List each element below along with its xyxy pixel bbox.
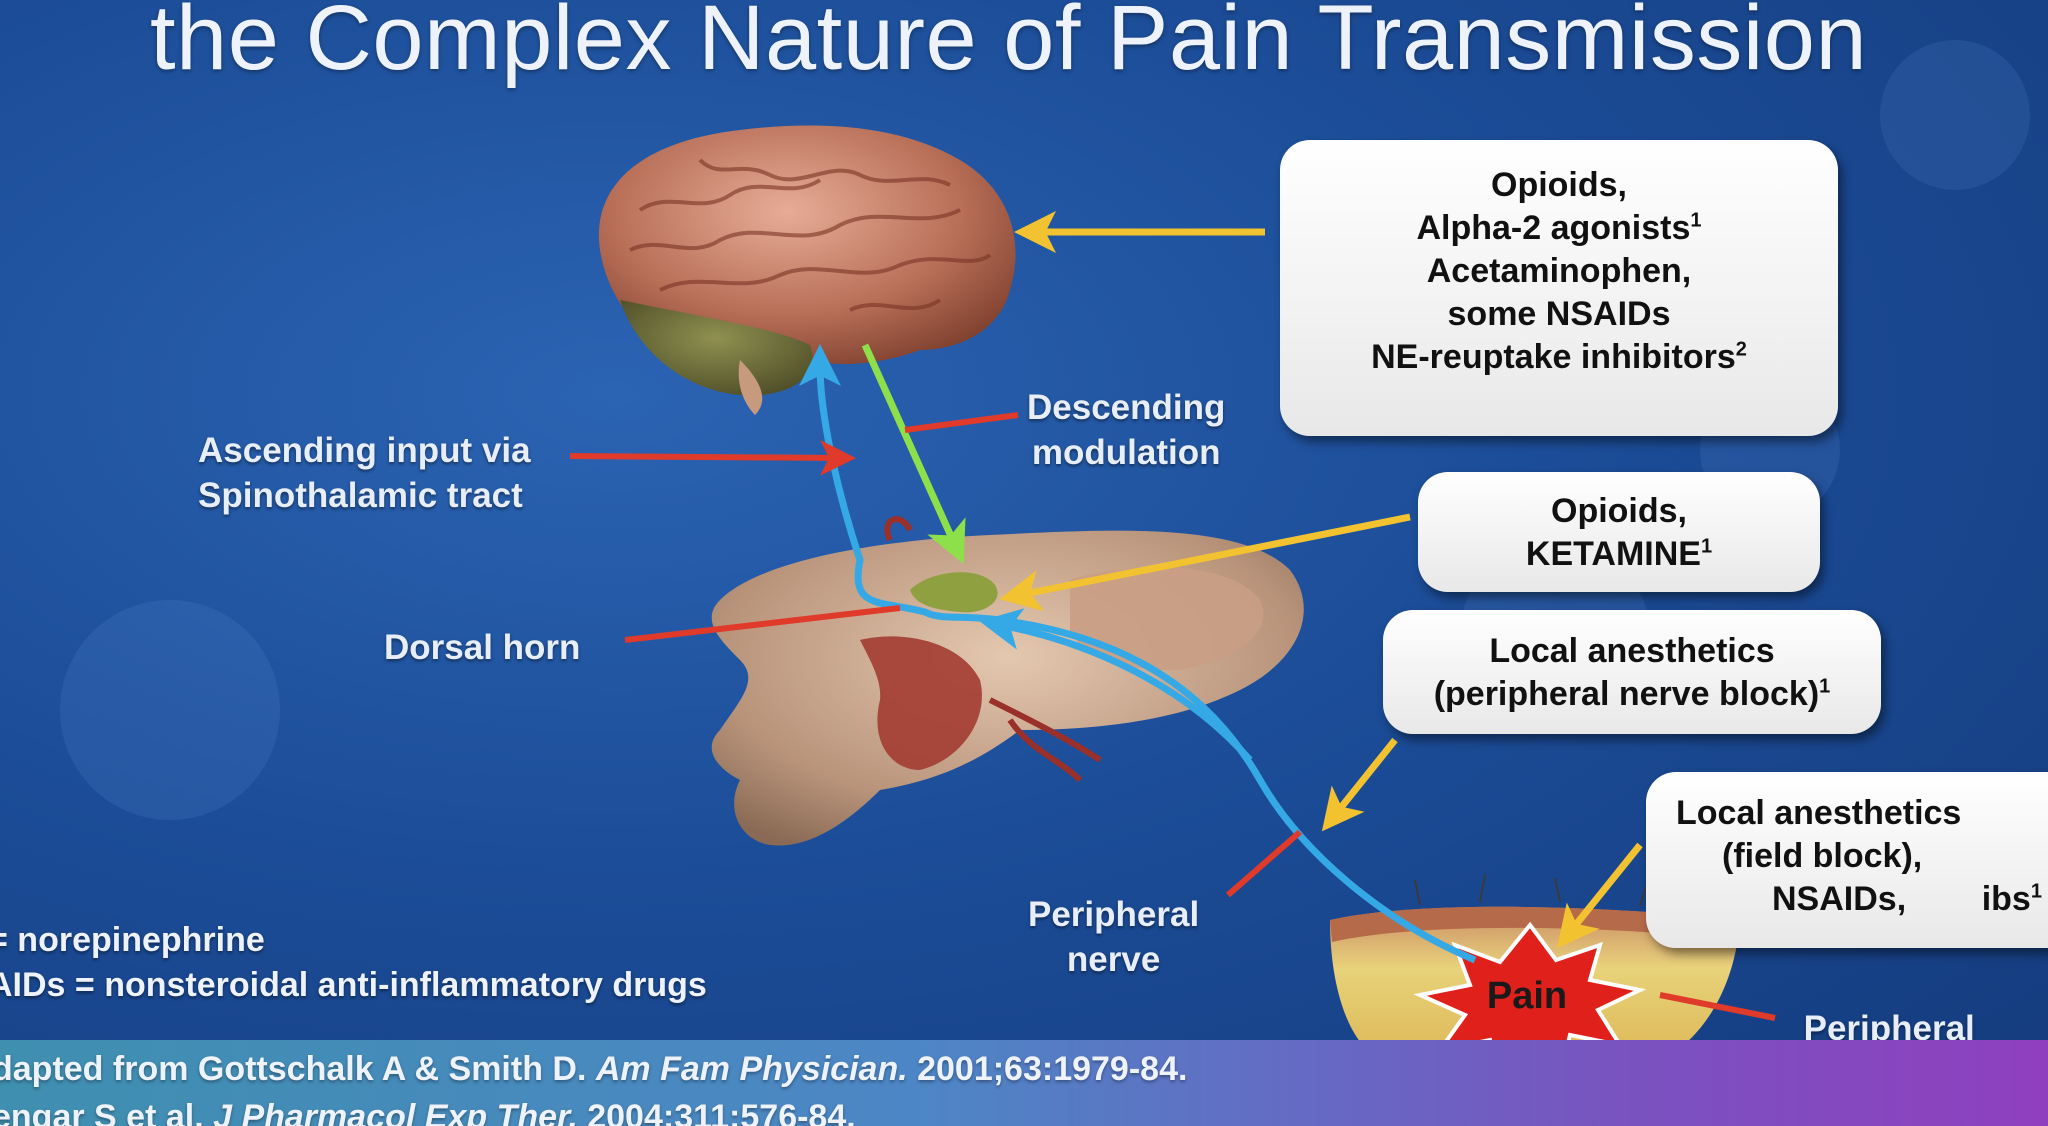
dorsal-horn-label: Dorsal horn — [384, 628, 581, 667]
ref-text: 2001;63:1979-84. — [907, 1050, 1188, 1088]
dorsal-horn-pointer-line — [624, 605, 901, 643]
nerve-drug-arrow — [1321, 737, 1398, 832]
ref-journal: Am Fam Physician. — [595, 1050, 908, 1088]
box-line: (peripheral nerve block)1 — [1383, 673, 1881, 716]
ref-journal: J Pharmacol Exp Ther. — [213, 1098, 578, 1126]
box-line: Alpha-2 agonists1 — [1280, 207, 1838, 250]
label-line: Descending — [1027, 388, 1226, 427]
ref-text: 2004;311:576-84. — [577, 1098, 856, 1126]
peripheral-nerve-label: Peripheral nerve — [1028, 892, 1199, 982]
legend-line: = norepinephrine — [0, 921, 265, 959]
bokeh-decoration — [1880, 40, 2030, 190]
reference-footer: dapted from Gottschalk A & Smith D. Am F… — [0, 1040, 2048, 1126]
ref-text: engar S et al. — [0, 1098, 214, 1126]
peripheral-nerve-pointer-line — [1226, 829, 1302, 898]
abbreviation-legend: = norepinephrine AIDs = nonsteroidal ant… — [0, 918, 707, 1008]
box-line: Acetaminophen, — [1426, 252, 1692, 290]
dorsal-drugs-box: Opioids, KETAMINE1 — [1418, 472, 1820, 592]
box-line: Opioids, — [1491, 166, 1627, 204]
ref-text: dapted from Gottschalk A & Smith D. — [0, 1050, 596, 1088]
footnote-mark: 1 — [1700, 535, 1713, 558]
label-line: Spinothalamic tract — [198, 476, 523, 515]
nociceptor-pointer-line — [1659, 992, 1776, 1021]
brain-image — [598, 125, 1016, 415]
ascending-input-label: Ascending input via Spinothalamic tract — [198, 428, 531, 518]
nerve-drugs-box: Local anesthetics (peripheral nerve bloc… — [1383, 610, 1881, 734]
box-text: NSAIDs, ibs — [1772, 880, 2031, 918]
label-line: Peripheral — [1028, 895, 1200, 934]
box-text: KETAMINE — [1525, 535, 1701, 573]
nociceptor-drug-arrow — [1556, 842, 1643, 949]
footnote-mark: 1 — [1690, 209, 1702, 232]
box-line: NSAIDs, ibs1 — [1676, 878, 2048, 921]
pain-label: Pain — [1487, 975, 1567, 1017]
bokeh-decoration — [60, 600, 280, 820]
footnote-mark: 1 — [1819, 675, 1831, 698]
footnote-mark: 2 — [1735, 338, 1747, 361]
brain-drugs-box: Opioids, Alpha-2 agonists1 Acetaminophen… — [1280, 140, 1838, 436]
box-line: some NSAIDs — [1447, 295, 1671, 333]
box-line: (field block), — [1722, 837, 1923, 875]
label-line: nerve — [1066, 940, 1161, 979]
box-text: Alpha-2 agonists — [1416, 209, 1691, 247]
slide-title: the Complex Nature of Pain Transmission — [150, 0, 1868, 89]
box-line: Local anesthetics — [1489, 632, 1775, 670]
descending-modulation-label: Descending modulation — [1027, 385, 1225, 475]
box-line: KETAMINE1 — [1418, 533, 1820, 576]
box-line: Local anesthetics — [1676, 794, 1962, 832]
box-line: Opioids, — [1551, 492, 1687, 530]
spinal-cord-image — [711, 516, 1304, 846]
label-line: Ascending input via — [198, 431, 531, 470]
legend-line: AIDs = nonsteroidal anti-inflammatory dr… — [0, 966, 707, 1004]
descending-pathway-arrow — [861, 343, 966, 565]
footnote-mark: 1 — [2030, 880, 2042, 903]
nociceptor-drugs-box: Local anesthetics (field block), NSAIDs,… — [1646, 772, 2048, 948]
dorsal-drug-arrow — [999, 513, 1411, 612]
ascending-pointer-line — [569, 439, 856, 476]
reference-1: dapted from Gottschalk A & Smith D. Am F… — [0, 1050, 1187, 1089]
box-text: (peripheral nerve block) — [1433, 675, 1820, 713]
reference-2: engar S et al. J Pharmacol Exp Ther. 200… — [0, 1098, 856, 1126]
box-line: NE-reuptake inhibitors2 — [1280, 336, 1838, 379]
descending-pointer-line — [904, 412, 1019, 433]
label-line: modulation — [1031, 433, 1221, 472]
box-text: NE-reuptake inhibitors — [1371, 338, 1736, 376]
